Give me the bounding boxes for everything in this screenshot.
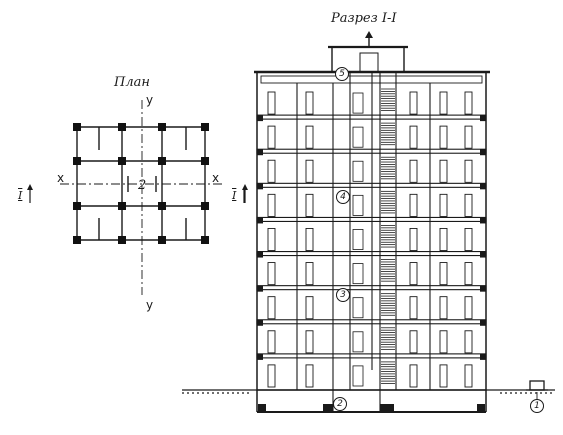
callout-2: 2 (333, 397, 347, 411)
plan-axis-x-left: x (57, 171, 65, 185)
door (439, 125, 448, 149)
door (409, 330, 418, 354)
plan-axis-y-top: y (146, 93, 154, 107)
slab-edge (480, 319, 486, 326)
plan-title: План (114, 75, 150, 90)
door (464, 91, 473, 115)
door (439, 227, 448, 252)
doorways (267, 91, 473, 388)
door (267, 262, 276, 286)
shaft-door (352, 365, 364, 387)
door (305, 193, 314, 217)
shaft-door (352, 331, 364, 353)
door (267, 296, 276, 320)
slab-edge (480, 149, 486, 156)
shaft-door (352, 297, 364, 319)
door (439, 330, 448, 354)
door (267, 91, 276, 115)
slab-edge (480, 285, 486, 292)
callout-3: 3 (336, 288, 350, 302)
shaft-door (352, 92, 364, 114)
shaft-door (352, 160, 364, 182)
shaft-door (352, 263, 364, 285)
door (305, 91, 314, 115)
door (267, 125, 276, 149)
door (267, 330, 276, 354)
slab-edge (257, 285, 263, 292)
door (464, 193, 473, 217)
slab-edge (480, 353, 486, 360)
slab-edge (257, 183, 263, 190)
door (409, 91, 418, 115)
door (464, 364, 473, 388)
shaft-door (352, 194, 364, 216)
plan-grid (76, 126, 206, 241)
door (439, 193, 448, 217)
door (409, 227, 418, 252)
door (305, 159, 314, 183)
shaft-door (352, 126, 364, 148)
door (267, 364, 276, 388)
slab-edge (257, 251, 263, 258)
plan-axes (60, 100, 225, 295)
section-title: Разрез I-I (331, 11, 397, 26)
door (305, 364, 314, 388)
door (464, 159, 473, 183)
door (464, 125, 473, 149)
foundations (258, 404, 485, 412)
ground-object (526, 380, 548, 400)
plan-section-mark-left: I (18, 189, 23, 202)
slab-edge (257, 353, 263, 360)
door (409, 193, 418, 217)
staircase (352, 88, 395, 387)
door (305, 262, 314, 286)
roof-structure (328, 31, 408, 73)
slab-edge (257, 115, 263, 122)
callout-1: 1 (530, 399, 544, 413)
door (464, 330, 473, 354)
callout-5: 5 (335, 67, 349, 81)
door (305, 227, 314, 252)
slab-edge (257, 149, 263, 156)
slab-edge (257, 217, 263, 224)
plan-columns (73, 123, 209, 244)
interior-walls (296, 72, 431, 412)
door (439, 364, 448, 388)
slab-edge (480, 217, 486, 224)
door (464, 296, 473, 320)
door (409, 125, 418, 149)
door (439, 262, 448, 286)
door (305, 330, 314, 354)
slab-edge (480, 183, 486, 190)
door (267, 227, 276, 252)
slab-edge (480, 251, 486, 258)
door (305, 125, 314, 149)
shaft-door (352, 229, 364, 250)
door (464, 262, 473, 286)
section-mark-right: I (232, 189, 237, 202)
slab-edge (257, 319, 263, 326)
door (409, 364, 418, 388)
door (409, 296, 418, 320)
door (439, 296, 448, 320)
callout-4: 4 (336, 190, 350, 204)
plan-axis-y-bottom: y (146, 298, 154, 312)
door (464, 227, 473, 252)
plan-core-number: 2 (138, 178, 147, 193)
door (267, 193, 276, 217)
door (439, 159, 448, 183)
plan-axis-x-right: x (212, 171, 220, 185)
plan-section-arrows (27, 184, 248, 203)
plan-drawing (27, 100, 248, 295)
door (305, 296, 314, 320)
section-drawing (182, 31, 555, 413)
slab-edge (480, 115, 486, 122)
door (267, 159, 276, 183)
door (409, 262, 418, 286)
door (439, 91, 448, 115)
door (409, 159, 418, 183)
